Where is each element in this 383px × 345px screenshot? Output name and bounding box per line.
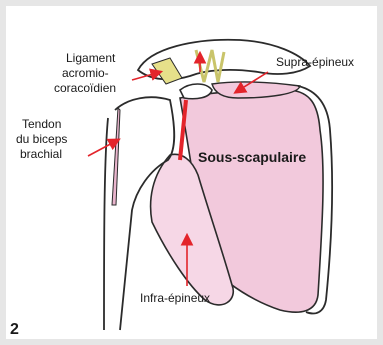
- label-ligament-3: coracoïdien: [54, 81, 116, 95]
- label-ligament-1: Ligament: [66, 51, 116, 65]
- coracoid-process: [180, 84, 212, 99]
- label-biceps-1: Tendon: [22, 117, 61, 131]
- label-supra: Supra-épineux: [276, 55, 354, 69]
- label-ligament-2: acromio-: [62, 66, 109, 80]
- biceps-tendon: [112, 108, 120, 205]
- label-sous-scapulaire: Sous-scapulaire: [198, 149, 306, 165]
- arrow-biceps: [88, 140, 118, 156]
- humerus-inner: [104, 118, 108, 330]
- figure-number: 2: [10, 321, 19, 338]
- label-biceps-3: brachial: [20, 147, 62, 161]
- label-biceps-2: du biceps: [16, 132, 67, 146]
- label-infra: Infra-épineux: [140, 291, 210, 305]
